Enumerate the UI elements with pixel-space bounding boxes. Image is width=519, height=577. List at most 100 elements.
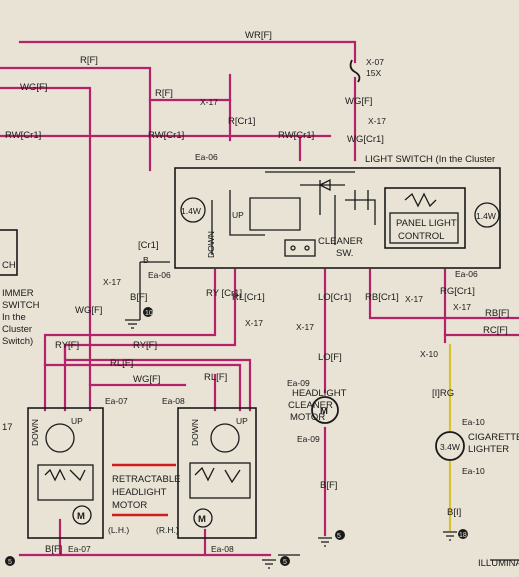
title-light-switch: LIGHT SWITCH (In the Cluster [365,154,495,165]
label-left-17: 17 [2,422,13,433]
fuse-icon [349,59,361,83]
label-ry-f-2: RY[F] [133,340,157,351]
label-x10: X-10 [420,349,438,359]
lamp-right-icon [474,202,500,228]
label-wg-f-lower: WG[F] [133,374,160,385]
black-wires [139,261,519,561]
label-rh-up: UP [236,416,248,426]
ground-10: 10 [145,310,153,317]
label-lh: (L.H.) [108,525,129,535]
label-wr-f: WR[F] [245,30,272,41]
label-rc-f: RC[F] [483,325,508,336]
panel-line2: CONTROL [398,231,444,242]
ground-5-a: 5 [337,533,341,540]
label-lamp-right: 1.4W [476,211,496,221]
label-lighter-34w: 3.4W [440,442,460,452]
label-ea10-b: Ea-10 [462,466,485,476]
label-x17-a: X-17 [200,97,218,107]
pink-wires [0,40,519,557]
label-ea07-a: Ea-07 [105,396,128,406]
label-ry-f-1: RY[F] [55,340,79,351]
label-ea08-b: Ea-08 [211,544,234,554]
label-rh-down: DOWN [190,419,200,446]
cleaner-sw-line1: CLEANER [318,236,363,247]
label-rb-f: RB[F] [485,308,509,319]
label-panel-light-control: PANEL LIGHT CONTROL [396,218,457,242]
label-15x: 15X [366,68,381,78]
dimmer-line3: In the [2,312,26,323]
label-wg-f-left: WG[F] [20,82,47,93]
label-headlight-cleaner-motor: HEADLIGHT CLEANER MOTOR [288,388,347,423]
panel-light-control-box [384,187,466,249]
label-cleaner-m: M [320,406,328,417]
label-b-term: B [143,255,149,265]
cl-line1: CIGARETTE [468,432,519,443]
label-ea06-a: Ea-06 [195,152,218,162]
label-irg: [I]RG [432,388,454,399]
label-lo-f: LO[F] [318,352,342,363]
label-rw-cr1-mid: RW[Cr1] [148,130,184,141]
label-b-cr1: [Cr1] [138,240,159,251]
dimmer-line5: Switch) [2,336,33,347]
cigarette-lighter-icon [435,431,465,461]
rm-line1: RETRACTABLE [112,474,180,485]
label-rh-m: M [198,514,206,525]
cl-line2: LIGHTER [468,444,509,455]
lh-motor-icon [72,505,92,525]
dimmer-line2: SWITCH [2,300,40,311]
rh-motor-icon [193,508,213,528]
label-dimmer-switch: IMMER SWITCH In the Cluster Switch) [2,288,40,347]
label-ry-cr1: RY [Cr1] [206,288,242,299]
ground-5-b: 5 [8,559,12,566]
label-b-i: B[I] [447,507,461,518]
label-cigarette-lighter: CIGARETTE LIGHTER [468,432,519,455]
label-ea06-c: Ea-06 [455,269,478,279]
light-switch-box [174,167,501,269]
label-wg-cr1: WG[Cr1] [347,134,384,145]
label-b-f-bottom: B[F] [45,544,62,555]
hcm-line1: HEADLIGHT [292,388,347,399]
label-cleaner-sw: CLEANER SW. [318,236,363,259]
label-x17-e: X-17 [296,322,314,332]
rm-line3: MOTOR [112,500,147,511]
label-rl-cr1: RL[Cr1] [232,292,265,303]
label-wg-f-mid: WG[F] [75,305,102,316]
label-up: UP [232,210,244,220]
label-r-f-top: R[F] [80,55,98,66]
label-ea09-b: Ea-09 [297,434,320,444]
label-r-f-mid: R[F] [155,88,173,99]
cleaner-motor-icon [311,396,339,424]
label-lamp-left: 1.4W [181,206,201,216]
label-r-cr1: R[Cr1] [228,116,255,127]
label-ea07-b: Ea-07 [68,544,91,554]
label-ea10-a: Ea-10 [462,417,485,427]
dimmer-edge-box [0,229,18,276]
label-x17-b: X-17 [368,116,386,126]
label-rw-cr1-left: RW[Cr1] [5,130,41,141]
hcm-line2: CLEANER [288,400,333,411]
panel-line1: PANEL LIGHT [396,218,457,229]
label-rg-cr1: RG[Cr1] [440,286,475,297]
dimmer-line1: IMMER [2,288,34,299]
label-rl-f-2: RL[F] [204,372,227,383]
rh-motor-box [177,407,257,539]
label-ea06-b: Ea-06 [148,270,171,280]
label-x17-d: X-17 [245,318,263,328]
label-wg-f-fuse: WG[F] [345,96,372,107]
label-x17-f: X-17 [405,294,423,304]
label-x17-g: X-17 [453,302,471,312]
lh-switch-icon [45,423,75,453]
ground-5-c: 5 [283,559,287,566]
label-down: DOWN [206,231,216,258]
rm-line2: HEADLIGHT [112,487,167,498]
dimmer-line4: Cluster [2,324,32,335]
label-rw-cr1-right: RW[Cr1] [278,130,314,141]
cleaner-sw-line2: SW. [336,248,353,259]
label-b-f-left: B[F] [130,292,147,303]
label-ea08-a: Ea-08 [162,396,185,406]
label-x07: X-07 [366,57,384,67]
label-b-f-motor: B[F] [320,480,337,491]
label-left-ch: CH [2,260,16,271]
